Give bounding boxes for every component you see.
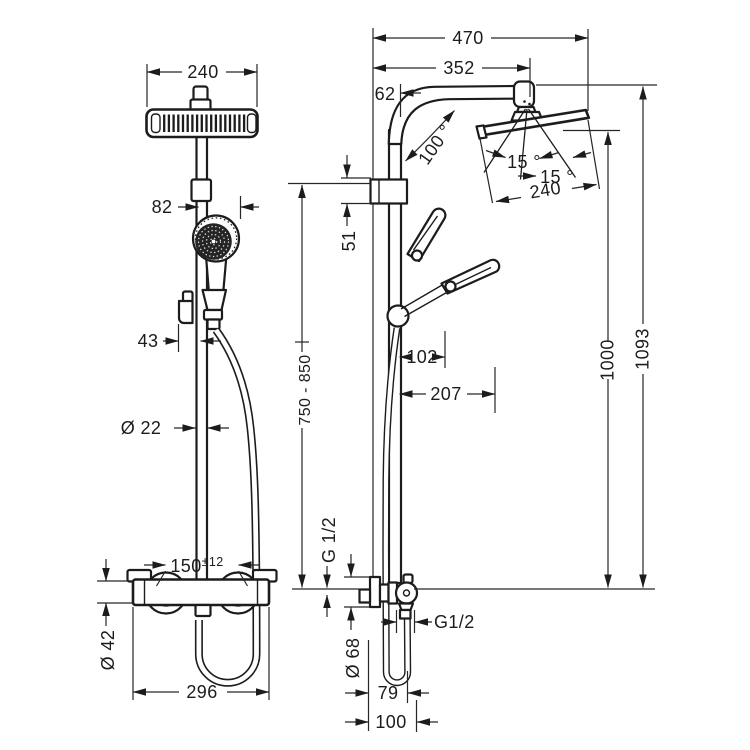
svg-text:100: 100 — [375, 712, 406, 732]
svg-text:1000: 1000 — [598, 339, 618, 381]
svg-text:51: 51 — [339, 231, 359, 252]
overhead-slot-right — [246, 113, 257, 134]
handshower-side-upper — [406, 207, 447, 263]
svg-text:470: 470 — [452, 28, 483, 48]
head-plate-end-cap — [475, 124, 488, 140]
svg-text:102: 102 — [406, 347, 437, 367]
s-union-side — [378, 583, 390, 603]
side-view: 470 352 62 100 ° 51 — [288, 28, 657, 732]
dim-side-hose-depth: 79 — [345, 640, 429, 731]
holder-strut-bottom — [404, 291, 448, 318]
svg-text:15 °: 15 ° — [507, 152, 541, 172]
dim-side-spray-angles: 15 ° 15 ° — [485, 149, 592, 187]
dim-side-wall-offset: 62 — [375, 84, 421, 117]
front-view: 240 82 43 Ø 22 150±12 — [97, 62, 278, 702]
overhead-slot-left — [150, 113, 161, 134]
svg-text:1093: 1093 — [633, 328, 653, 370]
valve-knob-side — [394, 581, 419, 605]
overhead-louvers — [163, 114, 246, 132]
svg-text:100 °: 100 ° — [414, 121, 456, 169]
dim-front-head-width: 240 — [146, 62, 258, 107]
valve-hose-outlet-front — [194, 603, 212, 618]
slider-bracket-front — [177, 299, 194, 325]
dim-side-bracket-height: 51 — [339, 155, 371, 251]
handshower-side-upper-joint — [410, 249, 424, 262]
arm-end-cap — [512, 80, 536, 109]
dim-front-pipe-diameter: Ø 22 — [121, 418, 229, 438]
thermostat-body-front — [131, 578, 271, 607]
dim-side-valve-depth: 100 — [345, 700, 438, 732]
dim-side-handshower-reach: 207 — [399, 367, 496, 413]
handshower-holder-front — [201, 288, 228, 312]
ball-joint-dot2 — [528, 102, 531, 106]
svg-text:296: 296 — [186, 682, 217, 702]
ball-joint-dot1 — [523, 100, 526, 103]
svg-text:240: 240 — [528, 178, 562, 203]
dim-side-arm-angle: 100 ° — [405, 110, 456, 169]
spray-nozzle-rings — [197, 225, 230, 258]
dim-side-head-depth: 240 — [478, 119, 601, 204]
dim-side-reach-total: 470 — [372, 28, 589, 111]
handshower-rim-dots — [194, 217, 238, 260]
shower-hose-side — [383, 327, 410, 685]
wall-nipple-side — [358, 588, 372, 604]
escutcheon-side — [368, 575, 382, 609]
hose-nut-side — [398, 608, 412, 620]
svg-text:G1/2: G1/2 — [434, 612, 475, 632]
valve-knob-side-center — [402, 589, 411, 597]
dim-side-holder-offset: 102 — [399, 331, 446, 368]
slider-pivot-side — [386, 304, 410, 328]
svg-text:Ø 68: Ø 68 — [343, 638, 363, 679]
dim-front-valve-diameter: Ø 42 — [97, 559, 133, 670]
svg-text:240: 240 — [187, 62, 218, 82]
dim-front-handshower-width: 82 — [152, 196, 259, 219]
dim-side-height-head: 1000 — [598, 131, 618, 588]
dim-side-riser-range: 750 - 850 — [288, 182, 370, 588]
dim-front-connection-distance: 150±12 — [144, 555, 260, 587]
spray-center-dot — [211, 239, 216, 244]
holder-strut-top — [400, 283, 444, 310]
svg-text:82: 82 — [152, 197, 173, 217]
svg-text:79: 79 — [378, 683, 399, 703]
svg-text:352: 352 — [443, 58, 474, 78]
dim-side-height-total: 1093 — [633, 86, 653, 588]
dim-side-reach-arm: 352 — [372, 58, 531, 97]
svg-text:62: 62 — [375, 84, 396, 104]
front-wall-bracket — [190, 178, 213, 203]
svg-text:Ø 22: Ø 22 — [121, 418, 162, 438]
svg-text:150±12: 150±12 — [170, 555, 223, 576]
wall-bracket-side — [369, 178, 409, 205]
dim-front-slider-depth: 43 — [138, 324, 221, 352]
handshower-side-lower-joint — [444, 280, 457, 293]
handshower-side-upper-line — [412, 215, 439, 251]
spray-cone-lines — [483, 108, 577, 180]
svg-text:15 °: 15 ° — [540, 167, 574, 187]
svg-text:43: 43 — [138, 331, 159, 351]
hose-nut-front — [206, 318, 221, 331]
svg-text:Ø 42: Ø 42 — [98, 630, 118, 671]
dim-side-escutcheon-diameter: Ø 68 — [343, 554, 370, 678]
dim-front-valve-width: 296 — [132, 607, 270, 702]
svg-text:750 - 850: 750 - 850 — [297, 354, 314, 425]
dim-side-thread-supply: G 1/2 — [319, 517, 339, 617]
handshower-nut-front — [202, 308, 224, 321]
svg-text:207: 207 — [430, 384, 461, 404]
svg-text:G 1/2: G 1/2 — [319, 517, 339, 563]
dim-side-thread-hose: G1/2 — [381, 610, 475, 633]
